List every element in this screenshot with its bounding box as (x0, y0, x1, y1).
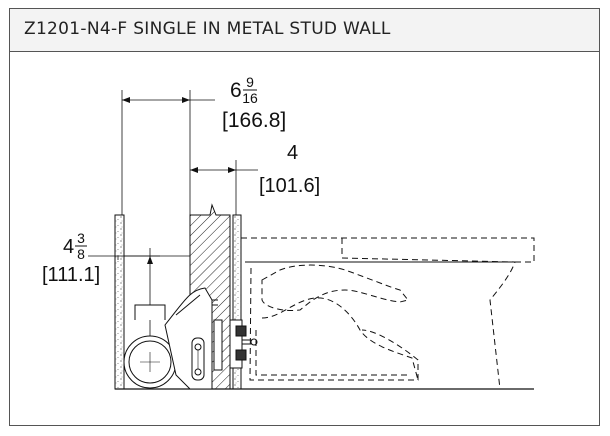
width-total-numerator: 9 (246, 74, 254, 90)
pipe-height-numerator: 3 (77, 230, 85, 246)
dimension-width-total: 6 9 16 [166.8] (121, 74, 286, 215)
width-total-whole: 6 (230, 79, 242, 102)
mounting-hardware (229, 319, 258, 369)
right-wall-board (232, 214, 242, 390)
water-closet-dashed (241, 237, 535, 390)
wall-offset-whole: 4 (287, 142, 298, 164)
width-total-denominator: 16 (242, 90, 258, 106)
title-bar: Z1201-N4-F SINGLE IN METAL STUD WALL (10, 9, 599, 52)
drawing-title: Z1201-N4-F SINGLE IN METAL STUD WALL (24, 19, 391, 39)
width-total-metric: [166.8] (222, 109, 286, 132)
pipe-height-metric: [111.1] (42, 264, 100, 286)
pipe-height-whole: 4 (63, 236, 74, 258)
carrier-fitting (123, 287, 223, 390)
wall-offset-metric: [101.6] (259, 175, 320, 197)
dimension-pipe-height: 4 3 8 [111.1] (42, 230, 190, 345)
drawing-frame: Z1201-N4-F SINGLE IN METAL STUD WALL (9, 8, 600, 426)
left-wall-board (114, 214, 125, 390)
dimension-wall-offset: 4 [101.6] (190, 142, 320, 215)
pipe-height-denominator: 8 (77, 246, 85, 262)
